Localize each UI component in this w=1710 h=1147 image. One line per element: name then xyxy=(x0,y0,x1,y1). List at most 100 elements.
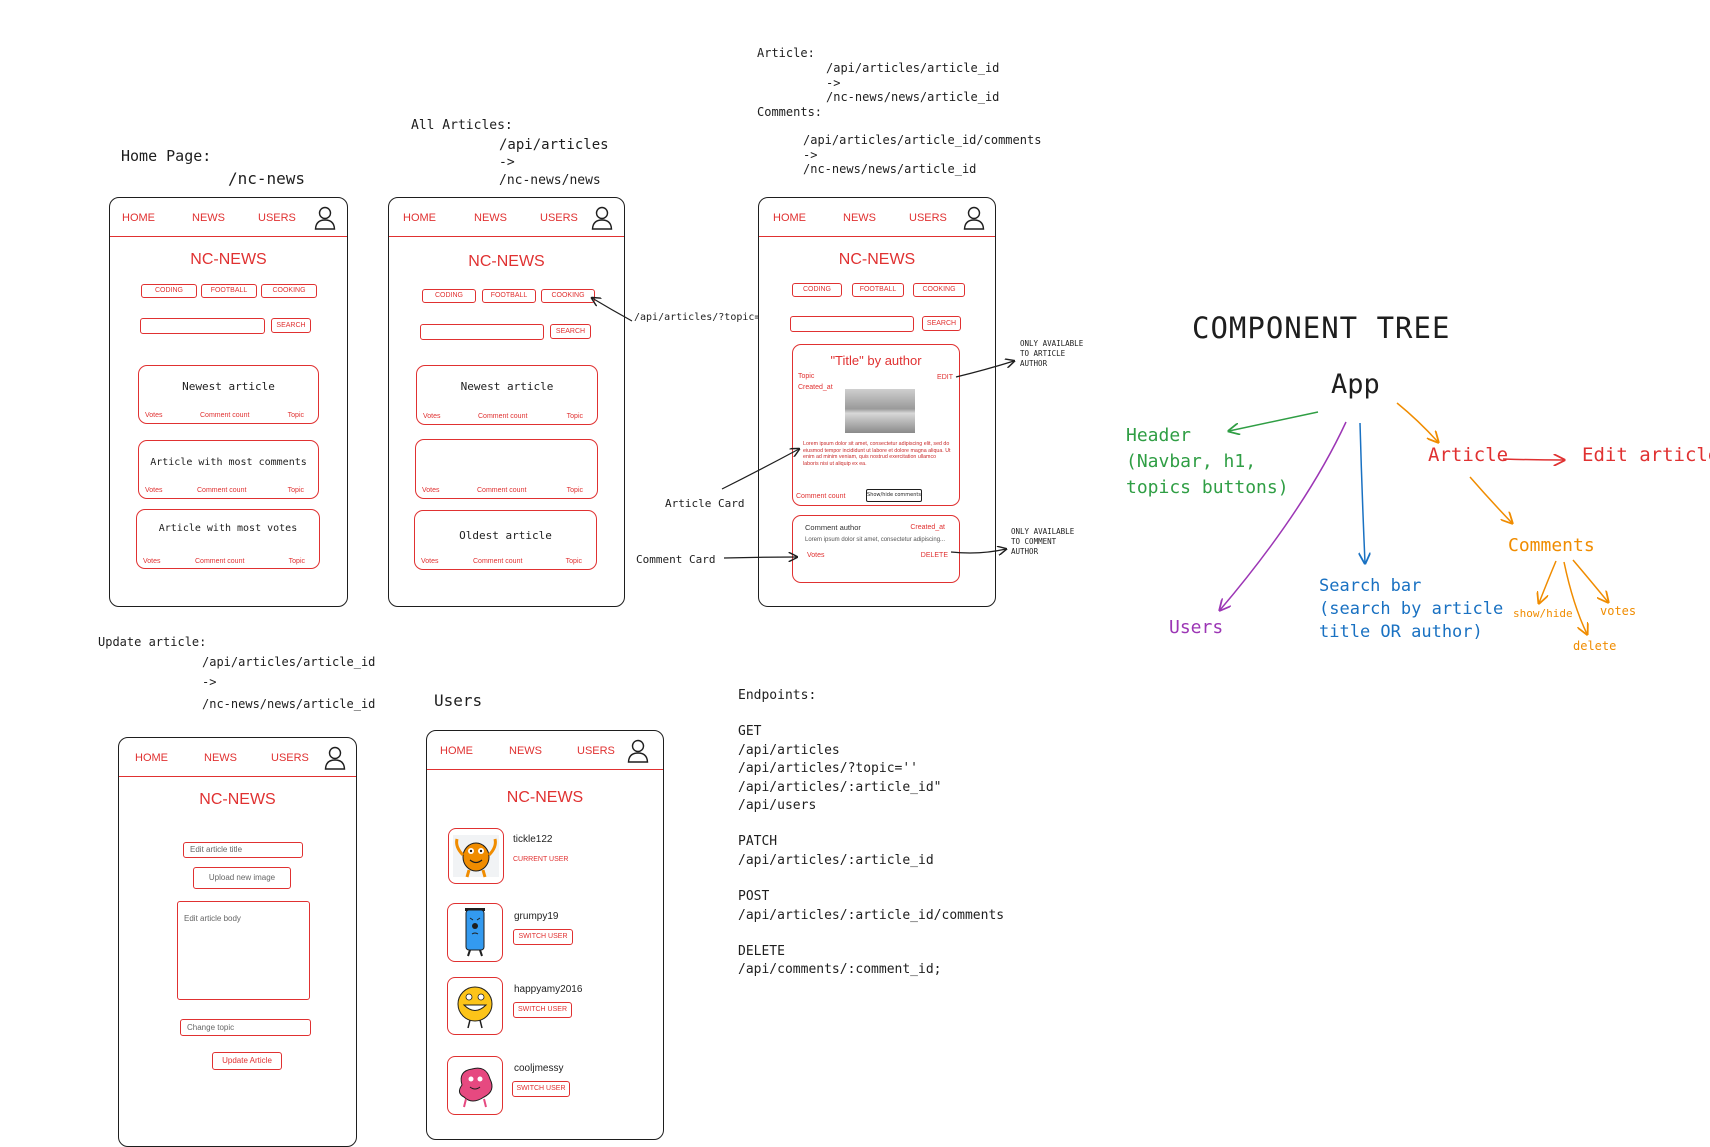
topic-cooking-button[interactable]: COOKING xyxy=(913,283,965,297)
nav-home-link[interactable]: HOME xyxy=(403,212,436,224)
article-to-comments-arrow xyxy=(1469,476,1512,523)
edit-title-input[interactable]: Edit article title xyxy=(183,842,303,858)
nav-home-link[interactable]: HOME xyxy=(122,212,155,224)
nav-home-link[interactable]: HOME xyxy=(135,752,168,764)
show-hide-comments-button[interactable]: Show/hide comments xyxy=(866,489,922,502)
card-title: Article with most comments xyxy=(150,457,307,468)
switch-user-button[interactable]: SWITCH USER xyxy=(513,1002,572,1018)
article-body: Lorem ipsum dolor sit amet, consectetur … xyxy=(803,441,951,467)
search-input[interactable] xyxy=(140,318,265,334)
all-route-1: /api/articles xyxy=(499,137,609,153)
search-button[interactable]: SEARCH xyxy=(271,318,311,333)
all-articles-phone: HOME NEWS USERS NC-NEWS CODING FOOTBALL … xyxy=(388,197,625,607)
topic-coding-button[interactable]: CODING xyxy=(422,289,476,303)
article-card: "Title" by author Topic Created_at EDIT … xyxy=(792,344,960,506)
card-topic: Topic xyxy=(288,558,305,565)
nav-users-link[interactable]: USERS xyxy=(271,752,309,764)
card-votes: Votes xyxy=(422,487,440,494)
article-card[interactable]: Votes Comment count Topic xyxy=(415,439,598,499)
get-endpoint: /api/articles/?topic='' xyxy=(738,761,919,777)
switch-user-button[interactable]: SWITCH USER xyxy=(512,1081,570,1097)
search-input[interactable] xyxy=(420,324,544,340)
get-method: GET xyxy=(738,724,762,740)
article-card[interactable]: Article with most comments Votes Comment… xyxy=(138,440,319,499)
update-article-button[interactable]: Update Article xyxy=(212,1052,282,1070)
nav-news-link[interactable]: NEWS xyxy=(509,745,542,757)
article-created-at: Created_at xyxy=(798,384,833,391)
switch-user-button[interactable]: SWITCH USER xyxy=(513,929,573,945)
article-card[interactable]: Article with most votes Votes Comment co… xyxy=(136,509,320,569)
nav-users-link[interactable]: USERS xyxy=(909,212,947,224)
edit-body-textarea[interactable]: Edit article body xyxy=(177,901,310,1000)
avatar xyxy=(447,903,503,962)
current-user-label: CURRENT USER xyxy=(513,856,569,863)
nav-news-link[interactable]: NEWS xyxy=(843,212,876,224)
article-topic: Topic xyxy=(798,373,815,380)
yellow-character-icon xyxy=(457,986,493,1029)
comment-card: Comment author Created_at Lorem ipsum do… xyxy=(792,515,960,583)
comments-heading: Comments: xyxy=(757,105,823,119)
upload-image-button[interactable]: Upload new image xyxy=(193,867,291,889)
tree-article-node: Article xyxy=(1428,444,1509,466)
nav-users-link[interactable]: USERS xyxy=(540,212,578,224)
orange-character-icon xyxy=(453,835,499,878)
nav-news-link[interactable]: NEWS xyxy=(204,752,237,764)
topic-coding-button[interactable]: CODING xyxy=(792,283,842,297)
comment-card-label: Comment Card xyxy=(636,553,716,566)
app-to-article-arrow xyxy=(1396,402,1438,442)
nav-home-link[interactable]: HOME xyxy=(440,745,473,757)
comments-route-arrow: -> xyxy=(803,148,818,162)
card-comment-count: Comment count xyxy=(195,558,245,565)
user-name: cooljmessy xyxy=(514,1063,564,1074)
topic-football-button[interactable]: FOOTBALL xyxy=(201,284,257,298)
comments-route-2: /nc-news/news/article_id xyxy=(803,162,977,176)
users-heading: Users xyxy=(434,691,483,710)
get-endpoint: /api/users xyxy=(738,798,817,814)
article-phone: HOME NEWS USERS NC-NEWS CODING FOOTBALL … xyxy=(758,197,996,607)
user-name: tickle122 xyxy=(513,834,553,845)
users-phone: HOME NEWS USERS NC-NEWS tickle122 CURREN… xyxy=(426,730,664,1140)
search-button[interactable]: SEARCH xyxy=(922,316,961,331)
delete-comment-link[interactable]: DELETE xyxy=(920,552,948,559)
topic-cooking-button[interactable]: COOKING xyxy=(261,284,317,298)
brand-title: NC-NEWS xyxy=(506,789,584,806)
nav-news-link[interactable]: NEWS xyxy=(474,212,507,224)
card-topic: Topic xyxy=(566,413,583,420)
app-to-search-arrow xyxy=(1360,422,1365,563)
change-topic-input[interactable]: Change topic xyxy=(180,1019,311,1036)
update-route-2: /nc-news/news/article_id xyxy=(202,697,376,711)
article-title: "Title" by author xyxy=(830,353,922,368)
topic-coding-button[interactable]: CODING xyxy=(141,284,197,298)
search-button[interactable]: SEARCH xyxy=(550,324,591,339)
brand-title: NC-NEWS xyxy=(468,253,545,270)
card-comment-count: Comment count xyxy=(200,412,250,419)
app-to-users-arrow xyxy=(1220,421,1347,610)
article-card[interactable]: Newest article Votes Comment count Topic xyxy=(138,365,319,424)
get-endpoint: /api/articles xyxy=(738,742,840,758)
nav-news-link[interactable]: NEWS xyxy=(192,212,225,224)
nav-home-link[interactable]: HOME xyxy=(773,212,806,224)
tree-edit-article-node: Edit article xyxy=(1582,444,1710,466)
delete-endpoint: /api/comments/:comment_id; xyxy=(738,962,942,978)
topic-football-button[interactable]: FOOTBALL xyxy=(852,283,904,297)
comment-author-arrow xyxy=(950,549,1006,553)
endpoints-heading: Endpoints: xyxy=(738,688,817,703)
nav-users-link[interactable]: USERS xyxy=(258,212,296,224)
tree-comments-node: Comments xyxy=(1508,535,1595,556)
article-card[interactable]: Oldest article Votes Comment count Topic xyxy=(414,510,597,570)
card-topic: Topic xyxy=(565,558,582,565)
topic-football-button[interactable]: FOOTBALL xyxy=(482,289,536,303)
search-input[interactable] xyxy=(790,316,914,332)
article-route-2: /nc-news/news/article_id xyxy=(826,90,1000,104)
topic-cooking-button[interactable]: COOKING xyxy=(541,289,595,303)
nav-users-link[interactable]: USERS xyxy=(577,745,615,757)
edit-article-link[interactable]: EDIT xyxy=(937,374,953,381)
article-card[interactable]: Newest article Votes Comment count Topic xyxy=(416,365,598,425)
navbar: HOME NEWS USERS xyxy=(759,198,995,237)
tree-votes-node: votes xyxy=(1600,604,1637,618)
comments-to-votes-arrow xyxy=(1572,559,1608,602)
patch-method: PATCH xyxy=(738,834,778,850)
blue-character-icon xyxy=(465,908,485,957)
comments-route-1: /api/articles/article_id/comments xyxy=(803,133,1042,147)
